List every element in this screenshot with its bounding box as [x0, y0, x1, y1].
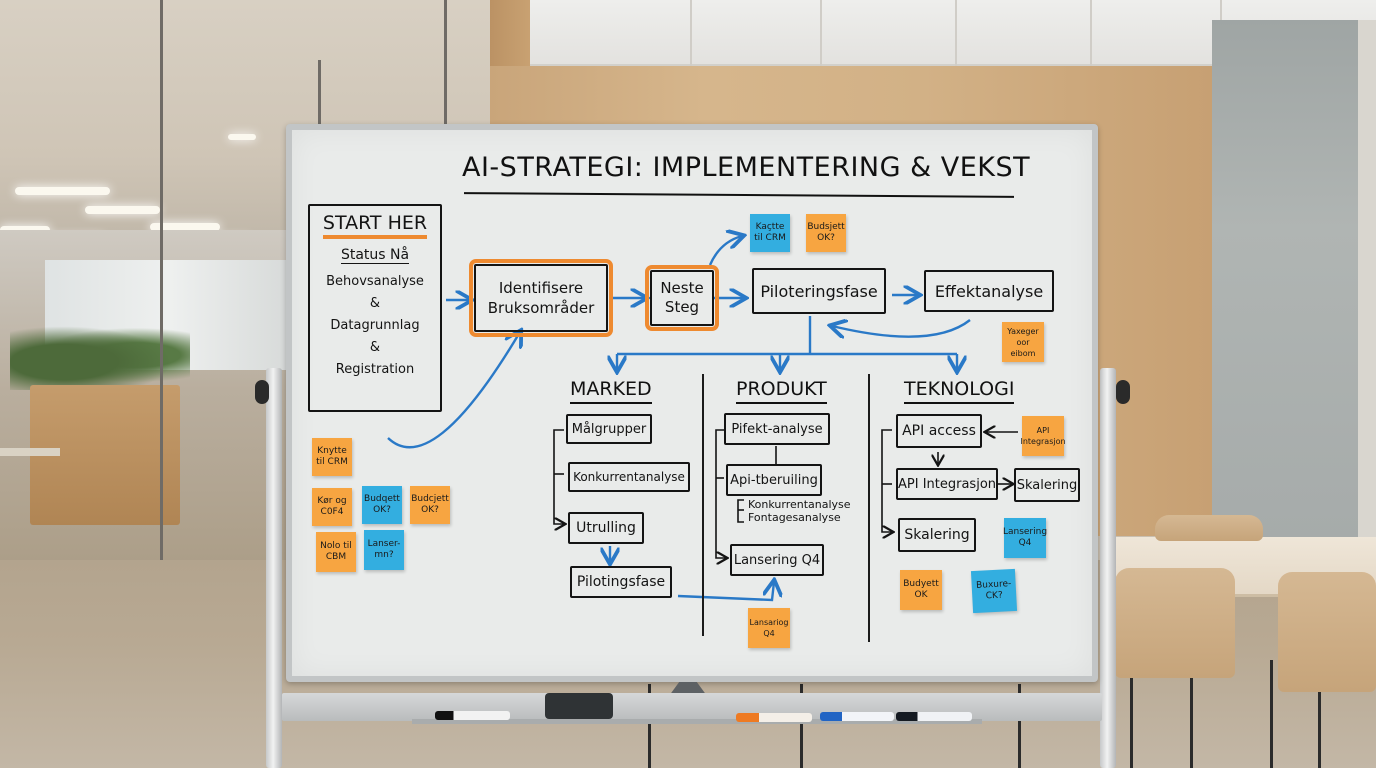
sticky-note[interactable]: API Integrasjon	[1020, 416, 1066, 456]
title-underline	[463, 192, 1015, 198]
sticky-note[interactable]: Kaçtte til CRM	[750, 214, 790, 252]
marked-item: Konkurrentanalyse	[568, 462, 690, 492]
col-header-teknologi: TEKNOLOGI	[904, 378, 1015, 404]
column-divider	[868, 374, 870, 642]
sticky-note[interactable]: Lansariog Q4	[748, 608, 790, 648]
stand-pole-right	[1100, 368, 1116, 768]
marker-black[interactable]	[435, 711, 510, 720]
stand-knob[interactable]	[255, 380, 269, 404]
start-box: START HER Status Nå Behovsanalyse & Data…	[308, 204, 442, 412]
chair-leg	[800, 684, 803, 768]
ceiling-light	[15, 187, 110, 195]
marker-orange[interactable]	[736, 713, 812, 722]
ceiling-light	[228, 134, 256, 140]
ceiling-light	[150, 223, 220, 231]
produkt-subitem: Konkurrentanalyse	[748, 498, 851, 511]
stand-knob[interactable]	[1116, 380, 1130, 404]
teknologi-item: API Integrasjon	[896, 468, 998, 500]
sticky-note[interactable]: Budcjett OK?	[410, 486, 450, 524]
col-header-marked: MARKED	[570, 378, 652, 404]
start-heading: START HER	[322, 212, 428, 239]
identify-box: Identifisere Bruksområder	[469, 259, 613, 337]
chair	[1155, 515, 1263, 541]
sticky-note[interactable]: Nolo til CBM	[316, 532, 356, 572]
produkt-subitem: Fontagesanalyse	[748, 511, 841, 524]
concrete-wall	[1212, 20, 1358, 540]
produkt-item: Api-tberuiling	[726, 464, 822, 496]
start-line: Behovsanalyse	[326, 274, 424, 289]
sticky-note[interactable]: Budyett OK	[900, 570, 942, 610]
col-header-produkt: PRODUKT	[736, 378, 827, 404]
stand-pole-left	[266, 368, 282, 768]
teknologi-item: Skalering	[898, 518, 976, 552]
wall	[1358, 20, 1376, 560]
column-divider	[702, 374, 704, 636]
sticky-note[interactable]: Yaxeger oor eibom	[1002, 322, 1044, 362]
marker-black[interactable]	[896, 712, 972, 721]
marker-tray	[282, 693, 1102, 721]
sticky-note[interactable]: Lansering Q4	[1003, 518, 1047, 558]
start-subheading: Status Nå	[340, 247, 410, 264]
pilot-box: Piloteringsfase	[752, 268, 886, 314]
chair-leg	[1130, 678, 1133, 768]
glass-frame	[160, 0, 163, 580]
sticky-note[interactable]: Budsjett OK?	[806, 214, 846, 252]
chair-leg	[1190, 678, 1193, 768]
produkt-item: Lansering Q4	[730, 544, 824, 576]
chair-leg	[648, 684, 651, 768]
chair	[1115, 568, 1235, 678]
next-step-box: Neste Steg	[645, 265, 719, 331]
marker-blue[interactable]	[820, 712, 894, 721]
whiteboard: AI-STRATEGI: IMPLEMENTERING & VEKST STAR…	[286, 124, 1098, 682]
glass-frame	[444, 0, 447, 125]
teknologi-item: API access	[896, 414, 982, 448]
desk	[0, 448, 60, 456]
effect-box: Effektanalyse	[924, 270, 1054, 312]
produkt-item: Pifekt-analyse	[724, 413, 830, 445]
sticky-note[interactable]: Lanser-mn?	[364, 530, 404, 570]
plant	[10, 320, 190, 390]
marked-item: Pilotingsfase	[570, 566, 672, 598]
marked-item: Utrulling	[568, 512, 644, 544]
board-title: AI-STRATEGI: IMPLEMENTERING & VEKST	[462, 152, 1031, 183]
chair-leg	[1318, 692, 1321, 768]
sticky-note[interactable]: Buxure-CK?	[970, 568, 1018, 614]
chair	[1278, 572, 1376, 692]
chair-leg	[1018, 684, 1021, 768]
eraser[interactable]	[545, 693, 613, 719]
sticky-note[interactable]: Knytte til CRM	[312, 438, 352, 476]
teknologi-item: Skalering	[1014, 468, 1080, 502]
sticky-note[interactable]: Budqett OK?	[362, 486, 402, 524]
start-line: &	[369, 340, 381, 355]
sticky-note[interactable]: Kør og C0F4	[312, 488, 352, 526]
tray-lip	[412, 719, 982, 724]
start-line: Registration	[335, 362, 415, 377]
start-line: &	[369, 296, 381, 311]
chair-leg	[1270, 660, 1273, 768]
start-line: Datagrunnlag	[330, 318, 420, 333]
ceiling-light	[85, 206, 160, 214]
marked-item: Målgrupper	[566, 414, 652, 444]
